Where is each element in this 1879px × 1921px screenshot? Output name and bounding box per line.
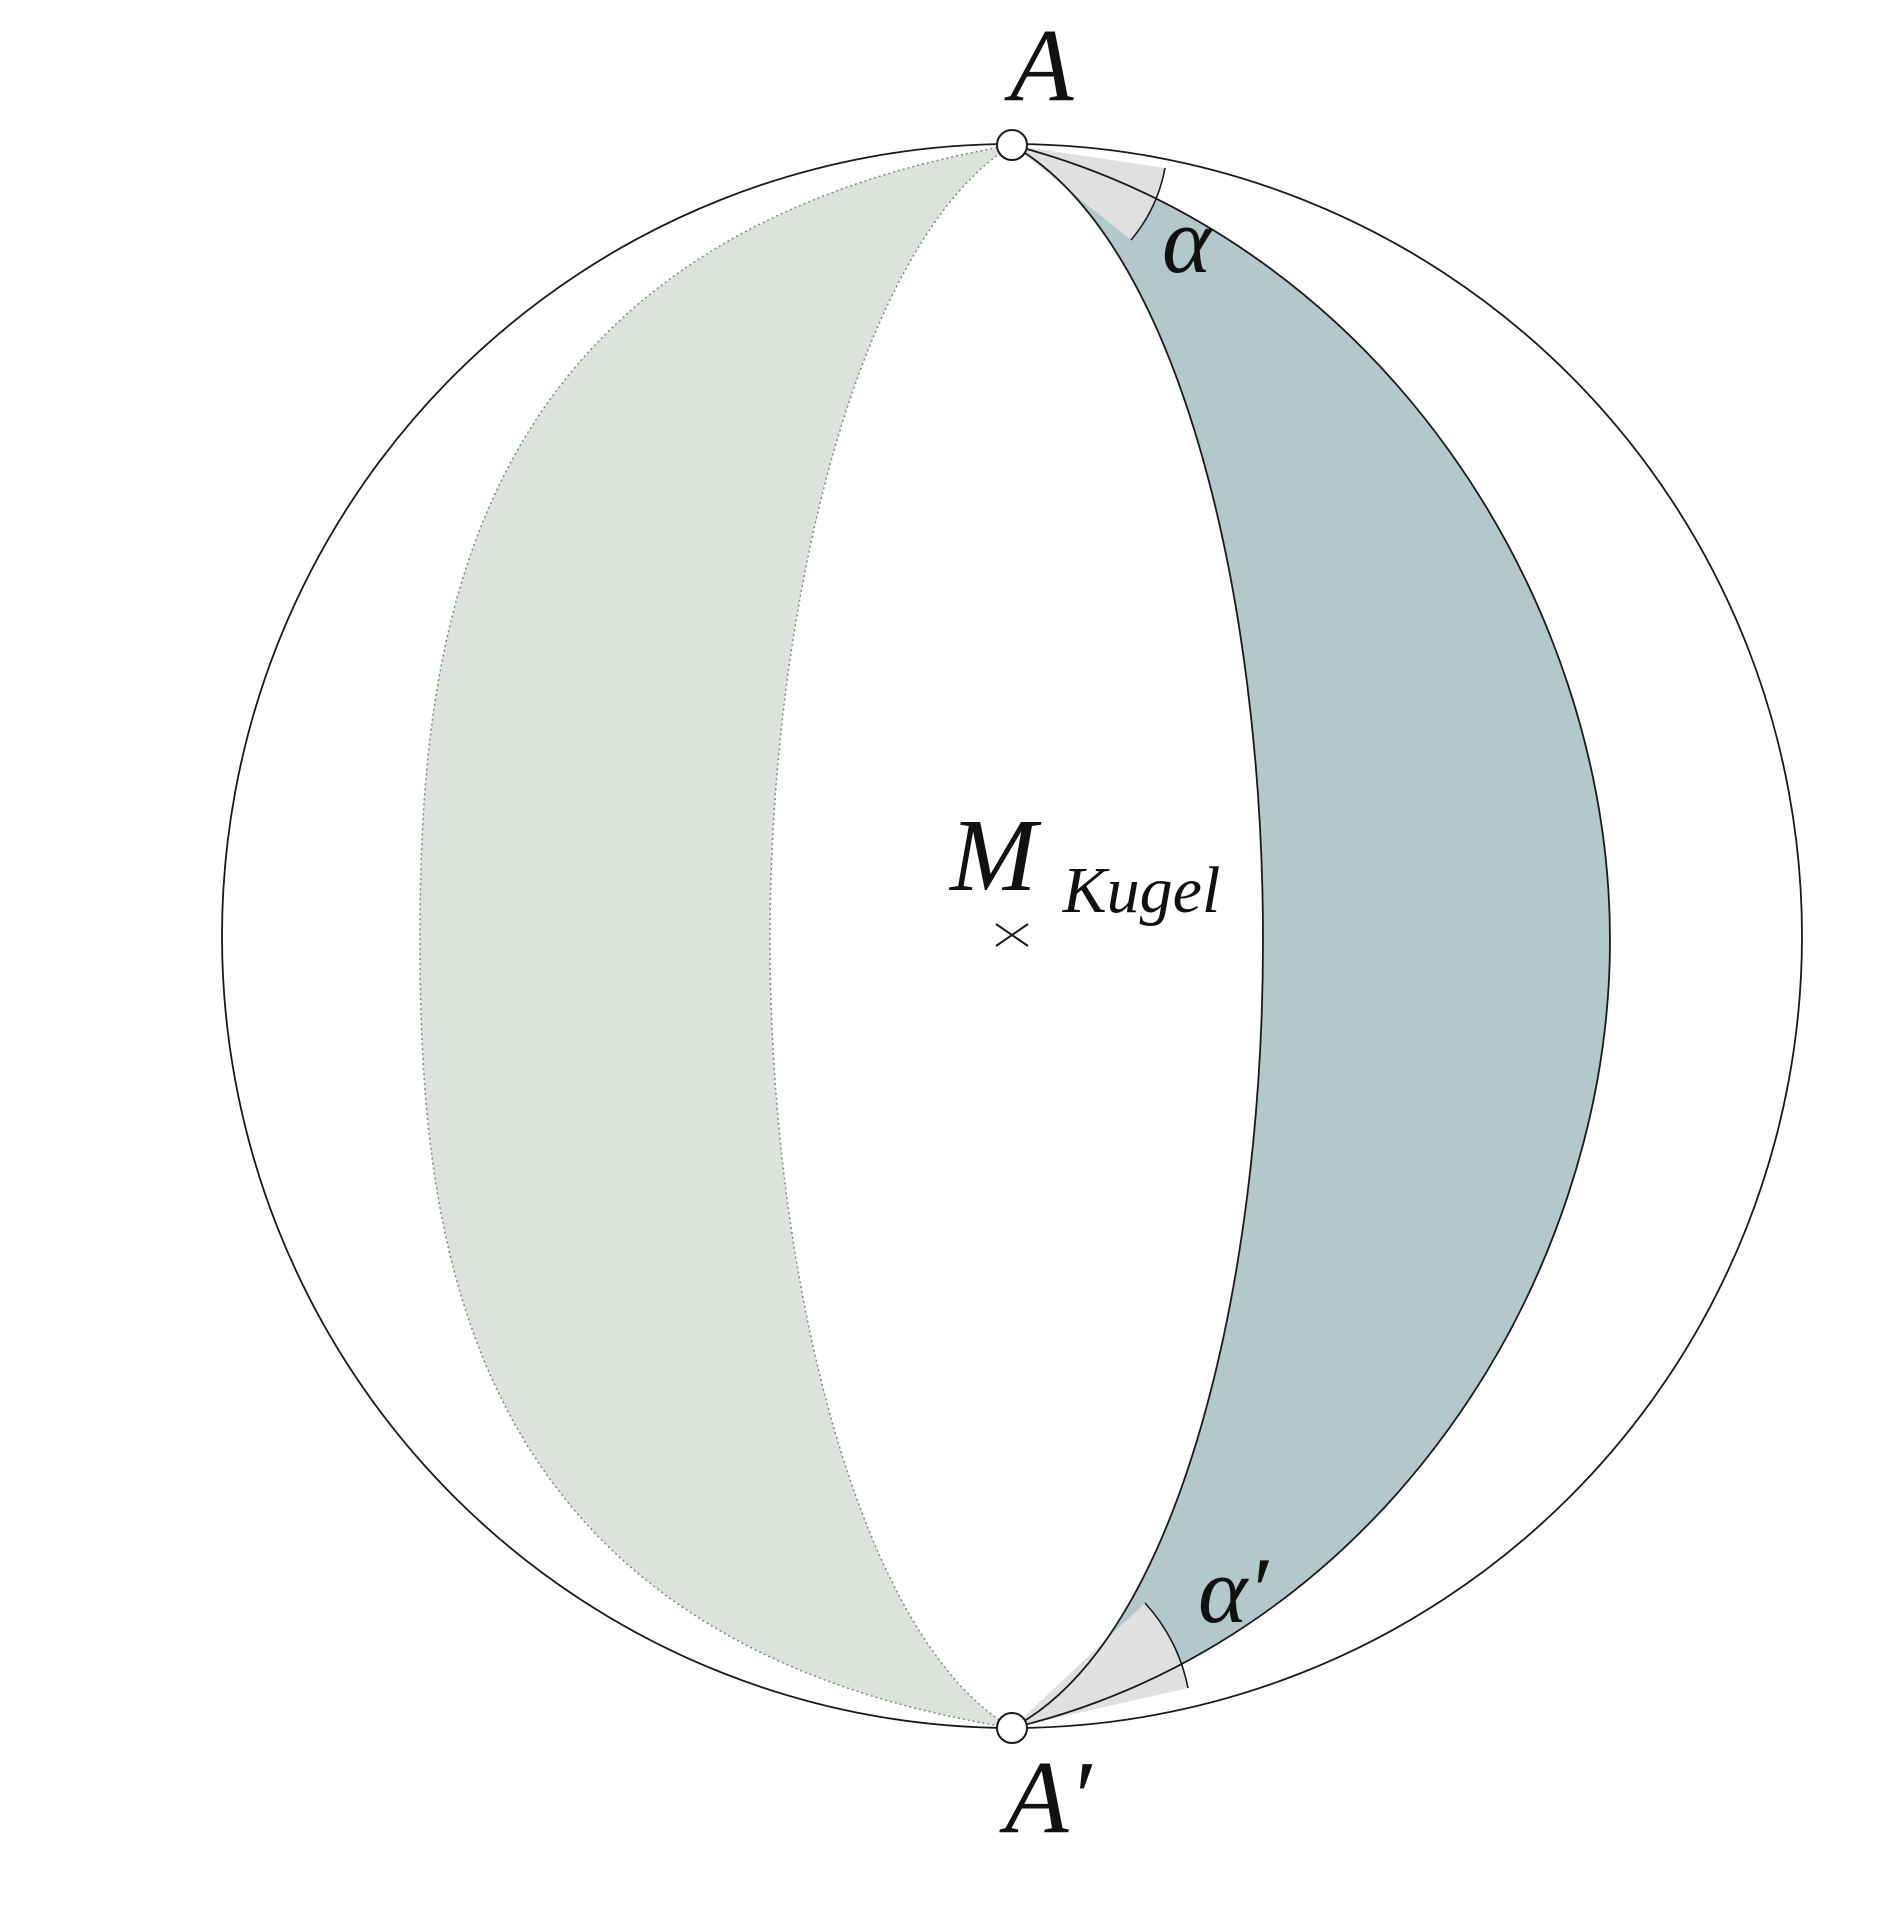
back-lune (419, 144, 1013, 1729)
meridian-outer (1011, 144, 1611, 1729)
meridian-inner (1011, 144, 1264, 1729)
label-angle-alpha: α (1162, 189, 1213, 293)
front-lune (1012, 145, 1610, 1728)
angle-wedge-top (1012, 145, 1165, 240)
label-point-a-prime: A′ (999, 1740, 1094, 1855)
center-cross-icon (995, 923, 1029, 947)
label-center: M Kugel (948, 798, 1220, 927)
point-a-marker (996, 129, 1028, 161)
angle-arc-bottom (1144, 1602, 1189, 1689)
label-center-subscript: Kugel (1062, 854, 1221, 927)
angle-arc-top (1130, 167, 1166, 241)
label-angle-alpha-prime: α′ (1198, 1539, 1269, 1643)
label-center-main: M (948, 798, 1042, 913)
point-a-prime-marker (996, 1712, 1028, 1744)
label-point-a: A (1004, 8, 1074, 123)
